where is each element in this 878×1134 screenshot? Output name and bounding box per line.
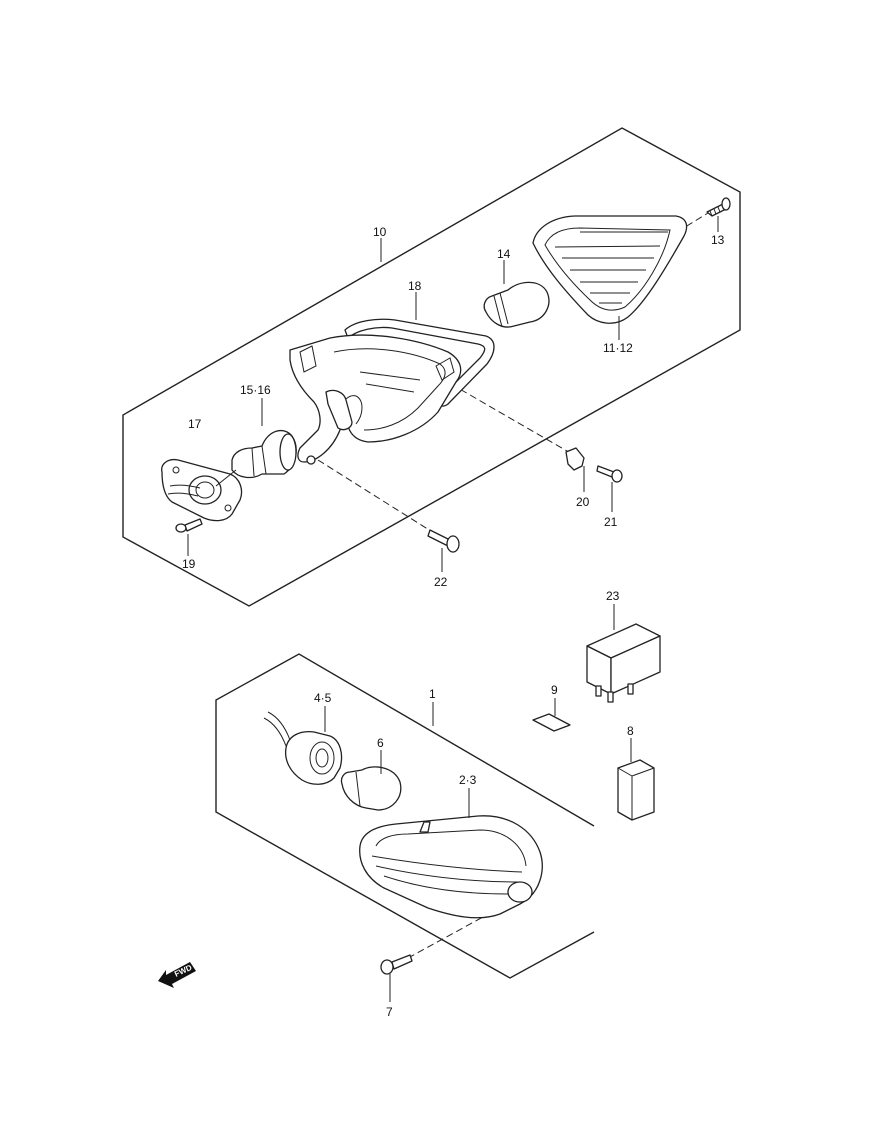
front-signal-assembly-frame: [215, 653, 595, 979]
callout-19: 19: [182, 557, 196, 571]
callout-11-12: 11·12: [603, 341, 633, 355]
callout-15-16: 15·16: [240, 383, 271, 397]
bulb-14: [483, 281, 550, 328]
callout-13: 13: [711, 233, 725, 247]
wire-grommet-17: [161, 458, 243, 522]
leader-lines: [187, 216, 719, 1002]
screw-7: [380, 954, 413, 975]
callout-1: 1: [429, 687, 436, 701]
pad-9: [532, 713, 571, 732]
screw-13: [706, 197, 731, 217]
callout-4-5: 4·5: [314, 691, 332, 705]
callout-18: 18: [408, 279, 422, 293]
signal-housing-10: [289, 334, 462, 465]
front-socket-4-5: [263, 711, 343, 785]
callout-6: 6: [377, 736, 384, 750]
callout-7: 7: [386, 1005, 393, 1019]
screw-19: [175, 518, 203, 533]
socket-15-16: [231, 429, 297, 479]
callout-9: 9: [551, 683, 558, 697]
clip-nut-20: [565, 447, 585, 471]
screw-21: [596, 465, 623, 483]
callout-22: 22: [434, 575, 448, 589]
callout-10: 10: [373, 225, 387, 239]
front-signal-lens: [359, 815, 543, 919]
rear-signal-assembly-frame: [122, 127, 741, 607]
callout-20: 20: [576, 495, 590, 509]
callout-14: 14: [497, 247, 511, 261]
forward-arrow-icon: FWD: [158, 962, 196, 988]
callout-2-3: 2·3: [459, 773, 477, 787]
rear-signal-lens: [532, 215, 688, 324]
screw-22: [427, 529, 460, 553]
callout-23: 23: [606, 589, 620, 603]
relay-23: [586, 623, 661, 703]
cushion-8: [617, 759, 655, 821]
assembly-line-22: [317, 459, 435, 534]
callout-21: 21: [604, 515, 618, 529]
callout-8: 8: [627, 724, 634, 738]
bulb-6: [340, 766, 402, 811]
callout-17: 17: [188, 417, 202, 431]
